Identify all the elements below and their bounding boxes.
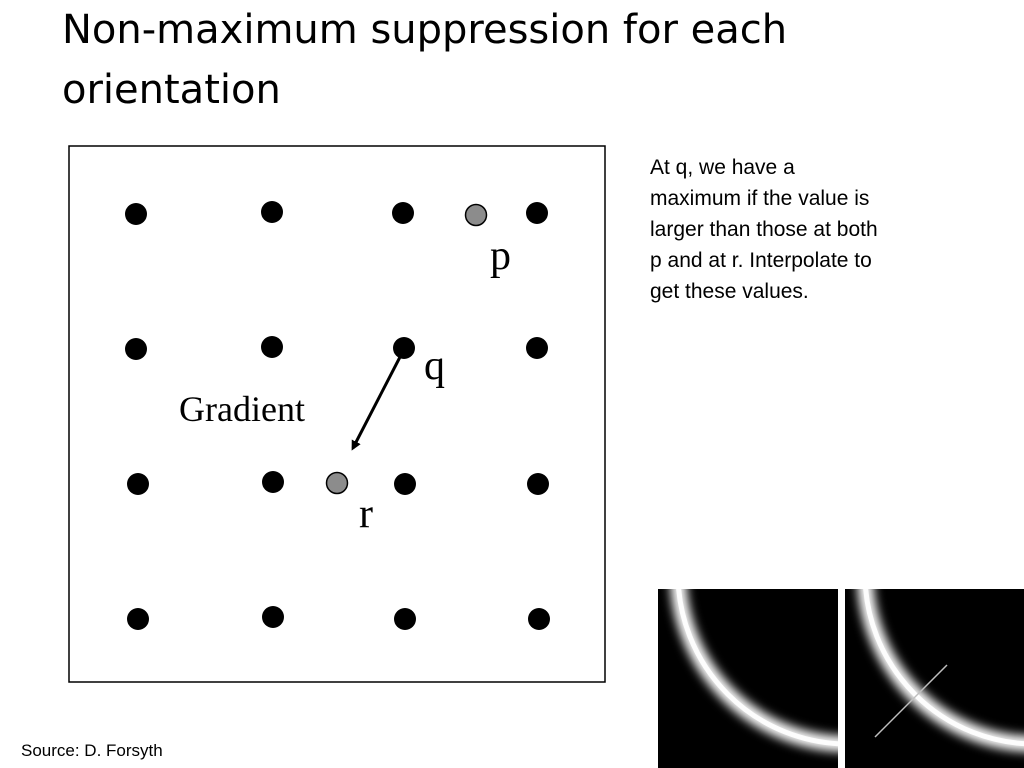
grid-point bbox=[526, 202, 548, 224]
grid-point bbox=[528, 608, 550, 630]
grid-point bbox=[127, 473, 149, 495]
edge-response-with-normal-image bbox=[845, 589, 1024, 768]
grid-point bbox=[261, 201, 283, 223]
grid-point bbox=[125, 338, 147, 360]
gradient-normal-line bbox=[874, 664, 948, 738]
slide-title: Non-maximum suppression for each orienta… bbox=[62, 7, 788, 113]
nms-diagram-svg: p q r Gradient bbox=[68, 145, 606, 683]
grid-point bbox=[392, 202, 414, 224]
explanation-text: At q, we have a maximum if the value is … bbox=[650, 156, 878, 303]
grid-point bbox=[125, 203, 147, 225]
label-gradient: Gradient bbox=[179, 389, 305, 429]
label-p: p bbox=[490, 233, 511, 279]
source-credit: Source: D. Forsyth bbox=[21, 741, 163, 760]
grid-point bbox=[127, 608, 149, 630]
grid-point bbox=[262, 606, 284, 628]
label-r: r bbox=[359, 491, 373, 537]
nms-diagram: p q r Gradient bbox=[68, 145, 606, 683]
grid-point-q bbox=[393, 337, 415, 359]
interpolated-point-p bbox=[464, 203, 488, 227]
edge-response-svg bbox=[658, 589, 838, 768]
gradient-arrow bbox=[351, 356, 402, 451]
interpolated-point-r bbox=[325, 471, 349, 495]
grid-point bbox=[394, 608, 416, 630]
grid-point bbox=[261, 336, 283, 358]
diagram-frame bbox=[68, 145, 606, 683]
grid-point bbox=[394, 473, 416, 495]
edge-response-image bbox=[658, 589, 838, 768]
grid-point bbox=[262, 471, 284, 493]
edge-response-normal-svg bbox=[845, 589, 1024, 768]
grid-point bbox=[526, 337, 548, 359]
grid-point bbox=[527, 473, 549, 495]
label-q: q bbox=[424, 343, 445, 389]
